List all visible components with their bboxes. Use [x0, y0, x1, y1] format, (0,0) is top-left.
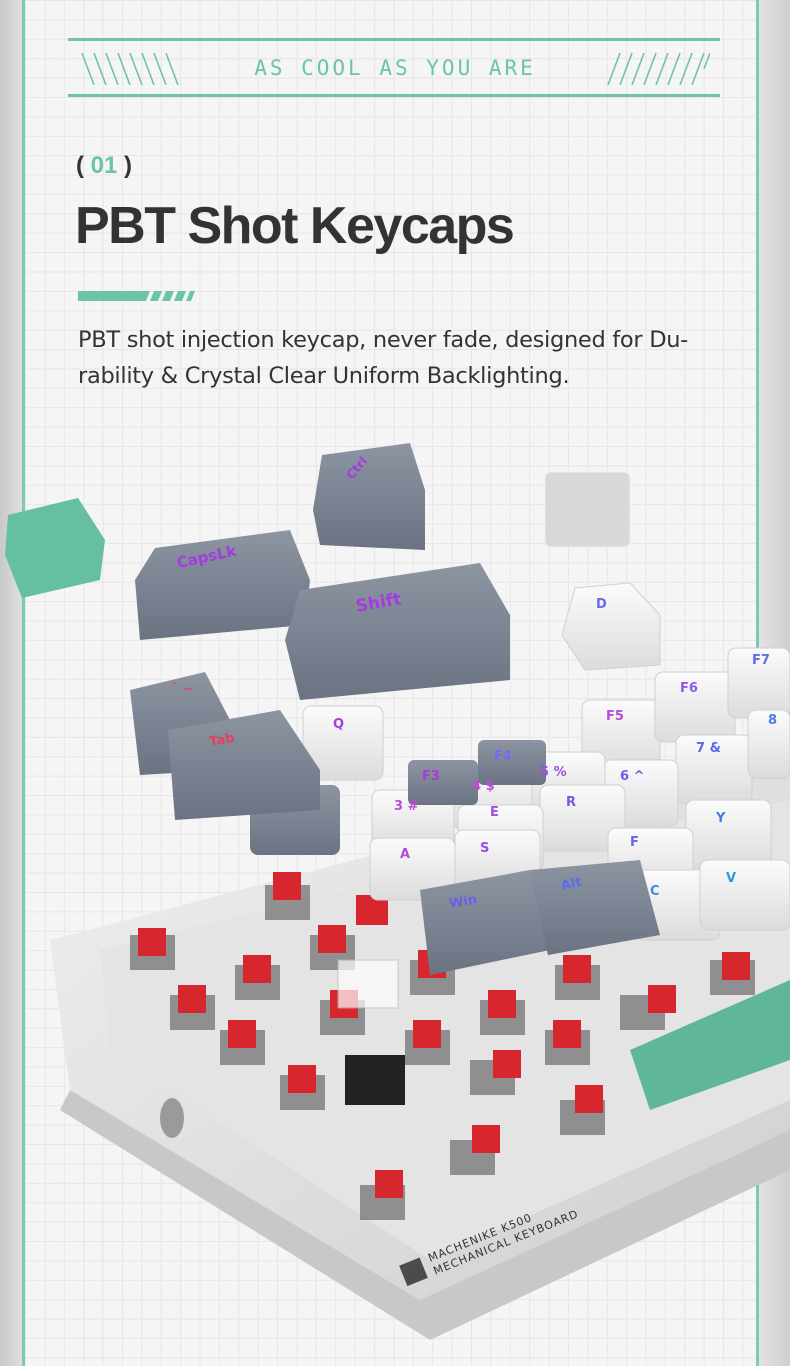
legend-win: Win	[448, 892, 478, 912]
legend-d-floating: D	[596, 597, 607, 612]
legend-tab: Tab	[208, 731, 236, 750]
legend-3: 3 #	[394, 799, 419, 814]
switch	[405, 1020, 450, 1065]
legend-f: F	[630, 835, 639, 850]
spacebar-keycap	[630, 980, 790, 1110]
switch	[265, 872, 310, 920]
legend-r: R	[566, 795, 576, 810]
legend-5: 5 %	[540, 765, 567, 780]
keycap-cluster	[302, 647, 790, 941]
tagline: AS COOL AS YOU ARE	[254, 56, 536, 80]
legend-e: E	[490, 805, 499, 820]
legend-q: Q	[333, 717, 344, 732]
switch	[710, 952, 755, 995]
legend-f5: F5	[606, 709, 624, 724]
switch	[480, 990, 525, 1035]
keyboard-illustration: CapsLk Ctrl Shift Tab ` ~ Q D F3 F4 F5 F…	[5, 443, 790, 1340]
keycap-green-floating	[5, 498, 105, 598]
usb-port	[160, 1098, 184, 1138]
switch	[130, 928, 175, 970]
legend-y: Y	[715, 811, 726, 826]
description: PBT shot injection keycap, never fade, d…	[78, 327, 688, 389]
keycap-shift	[285, 563, 510, 700]
keyboard-front-edge	[60, 1090, 790, 1340]
switch	[170, 985, 215, 1030]
switch	[220, 1020, 265, 1065]
legend-f6: F6	[680, 681, 698, 696]
legend-v: V	[726, 871, 736, 886]
switch	[555, 955, 600, 1000]
switch	[620, 985, 676, 1030]
switch	[235, 955, 280, 1000]
legend-f3: F3	[422, 769, 440, 784]
index-close: )	[124, 152, 133, 179]
legend-7: 7 &	[696, 741, 721, 756]
switch	[360, 1170, 405, 1220]
keycap-d-floating	[561, 582, 661, 671]
slash-decoration	[607, 53, 710, 85]
legend-6: 6 ^	[620, 769, 644, 784]
switch	[470, 1050, 521, 1095]
legend-alt: Alt	[560, 875, 583, 894]
legend-tilde: ` ~	[172, 682, 194, 697]
legend-a: A	[400, 847, 410, 862]
switch	[450, 1125, 500, 1175]
left-border	[0, 0, 22, 1366]
legend-s: S	[480, 841, 489, 856]
header-bottom-line	[68, 94, 720, 97]
legend-f7: F7	[752, 653, 770, 668]
switches	[130, 872, 755, 1220]
legend-4: 4 $	[472, 779, 495, 794]
legend-f4: F4	[494, 749, 512, 764]
section-index: ( 01 )	[76, 152, 132, 180]
page-title: PBT Shot Keycaps	[75, 197, 515, 255]
keycap-capslk	[135, 530, 310, 640]
legend-8: 8	[768, 713, 777, 728]
switch	[560, 1085, 605, 1135]
exploded-switch	[337, 895, 405, 1105]
index-number: 01	[90, 152, 118, 179]
header-top-line	[68, 38, 720, 41]
keycap-ctrl	[313, 443, 425, 550]
index-open: (	[76, 152, 84, 179]
legend-c: C	[650, 884, 660, 899]
keycap-gray-cluster	[130, 672, 660, 975]
keycap-transparent	[544, 471, 631, 548]
accent-bar	[78, 291, 195, 301]
switch	[545, 1020, 590, 1065]
backslash-decoration	[81, 53, 179, 85]
switch	[280, 1065, 325, 1110]
